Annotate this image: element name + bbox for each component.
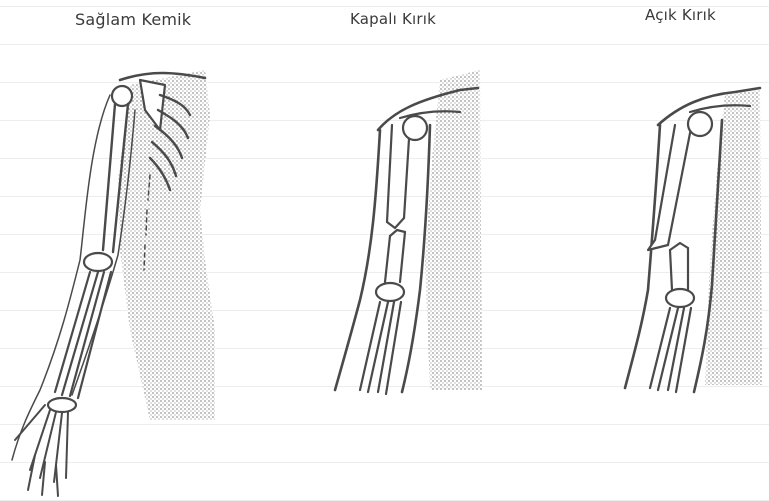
elbow-joint (666, 289, 694, 307)
humerus-lower (385, 232, 405, 282)
figure-healthy-arm (12, 70, 215, 496)
ulna (378, 302, 401, 394)
fracture-line-lower (670, 243, 688, 250)
ulna (70, 272, 111, 398)
ulna (668, 308, 691, 392)
figure-closed-fracture (335, 70, 482, 394)
torso-shading (705, 90, 762, 385)
hand-bones (15, 405, 68, 496)
arm-outline-outer (625, 125, 660, 388)
arm-outline-outer (335, 130, 380, 390)
elbow-joint (376, 283, 404, 301)
humerus-head (403, 116, 427, 140)
radius (650, 308, 678, 390)
radius (55, 272, 98, 395)
humerus-upper (655, 123, 692, 245)
fracture-line-lower (390, 230, 405, 236)
torso-shading (118, 70, 215, 420)
radius (360, 302, 388, 392)
wrist-bones (48, 398, 76, 412)
figure-open-fracture (625, 88, 762, 392)
humerus-head (688, 112, 712, 136)
torso-shading (425, 70, 482, 390)
fracture-line (387, 218, 404, 228)
elbow-joint (84, 253, 112, 271)
humerus-lower (670, 248, 688, 290)
